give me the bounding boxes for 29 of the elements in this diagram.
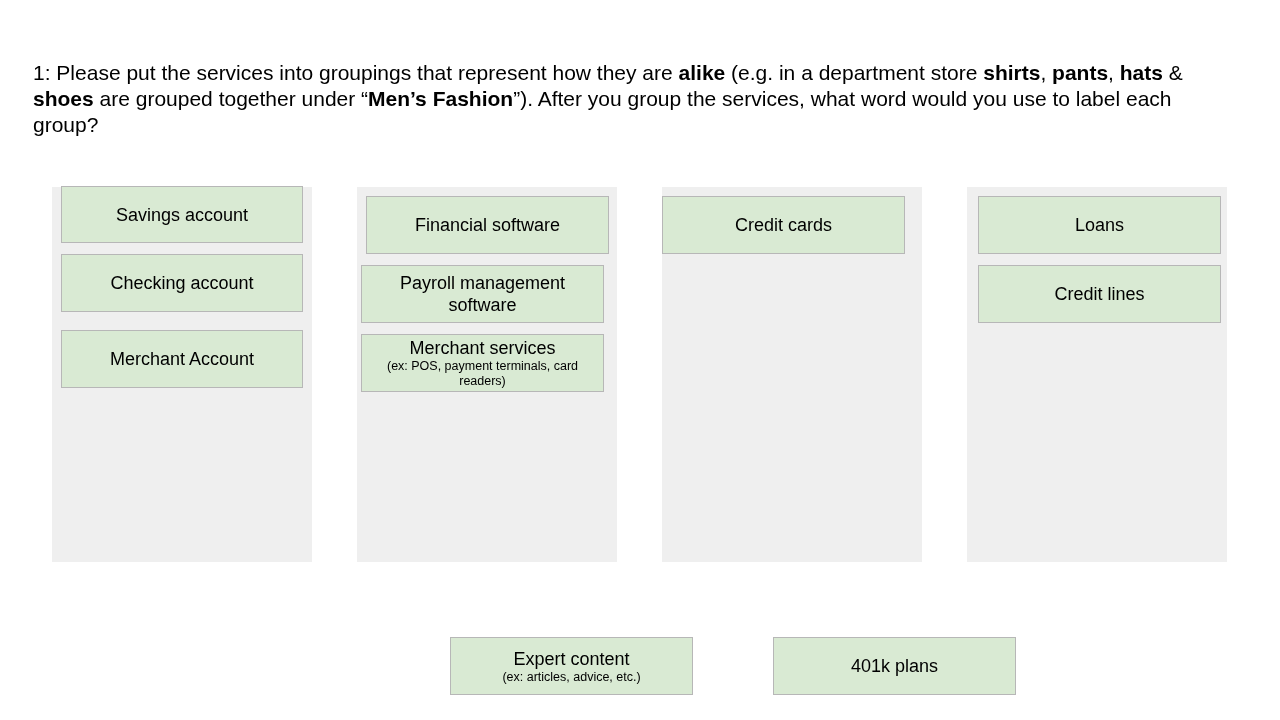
service-card bbox=[773, 637, 1016, 695]
service-card bbox=[61, 186, 303, 243]
card-title: Loans bbox=[1074, 214, 1124, 236]
card-title: Financial software bbox=[414, 214, 561, 236]
card-title: Credit lines bbox=[1054, 283, 1145, 305]
service-card bbox=[361, 265, 604, 323]
group-panel bbox=[52, 187, 312, 562]
card-title: Merchant services bbox=[409, 337, 556, 359]
card-title: Merchant Account bbox=[109, 348, 255, 370]
service-card bbox=[978, 196, 1221, 254]
service-card bbox=[978, 265, 1221, 323]
card-title: Expert content bbox=[513, 647, 630, 670]
service-card bbox=[366, 196, 609, 254]
service-card bbox=[61, 254, 303, 312]
service-card bbox=[61, 330, 303, 388]
card-subtitle: (ex: articles, advice, etc.) bbox=[502, 669, 641, 685]
card-title: Checking account bbox=[110, 272, 254, 294]
service-card bbox=[361, 334, 604, 392]
service-card bbox=[450, 637, 693, 695]
card-title: 401k plans bbox=[850, 655, 939, 677]
group-panel bbox=[967, 187, 1227, 562]
card-title: Credit cards bbox=[735, 214, 832, 236]
card-title: Savings account bbox=[115, 203, 249, 226]
card-title: Payroll management software bbox=[398, 272, 567, 316]
card-subtitle: (ex: POS, payment terminals, card readers) bbox=[385, 359, 579, 389]
service-card bbox=[662, 196, 905, 254]
group-panel bbox=[662, 187, 922, 562]
group-panel bbox=[357, 187, 617, 562]
question-text: 1: Please put the services into groupings that represent how they are alike (e.g. in a department store shirts, pants, hats & shoes are grouped together under “Men’s Fashion”). After you group the services, what word would you use to label each group? bbox=[33, 60, 1184, 138]
